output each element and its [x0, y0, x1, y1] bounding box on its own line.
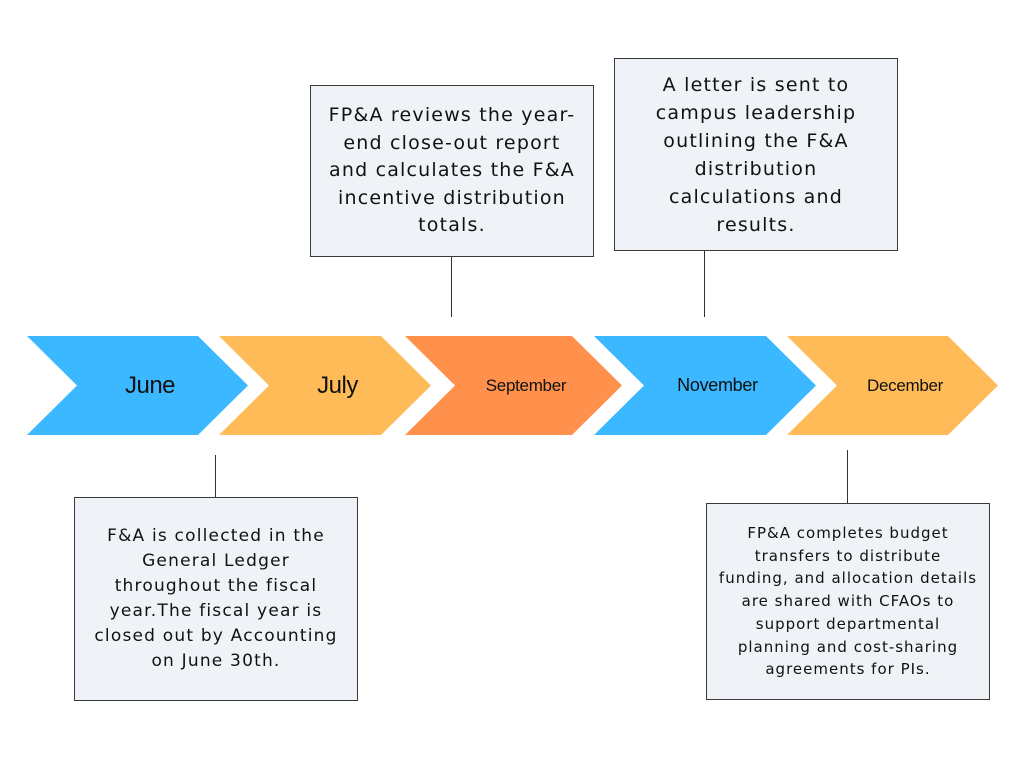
chevron-july — [219, 336, 431, 435]
chevron-label-july: July — [317, 371, 358, 399]
note-november: A letter is sent to campus leadership ou… — [614, 58, 898, 251]
chevron-label-december: December — [866, 375, 944, 395]
chevron-june — [27, 336, 248, 435]
note-december: FP&A completes budget transfers to distr… — [706, 503, 990, 700]
chevron-label-june: June — [124, 371, 176, 399]
connector-november — [704, 251, 705, 317]
connector-july — [451, 257, 452, 317]
chevron-september — [405, 336, 622, 435]
note-july: FP&A reviews the year-end close-out repo… — [310, 85, 594, 257]
connector-december — [847, 450, 848, 503]
note-june: F&A is collected in the General Ledger t… — [74, 497, 358, 701]
note-june-text: F&A is collected in the General Ledger t… — [94, 526, 338, 671]
chevron-label-november: November — [677, 375, 758, 395]
note-december-text: FP&A completes budget transfers to distr… — [718, 523, 978, 679]
note-july-text: FP&A reviews the year-end close-out repo… — [328, 104, 576, 237]
connector-june — [215, 455, 216, 497]
chevron-november — [594, 336, 816, 435]
chevron-label-september: September — [485, 375, 567, 395]
chevron-december — [787, 336, 998, 435]
note-november-text: A letter is sent to campus leadership ou… — [655, 73, 857, 236]
